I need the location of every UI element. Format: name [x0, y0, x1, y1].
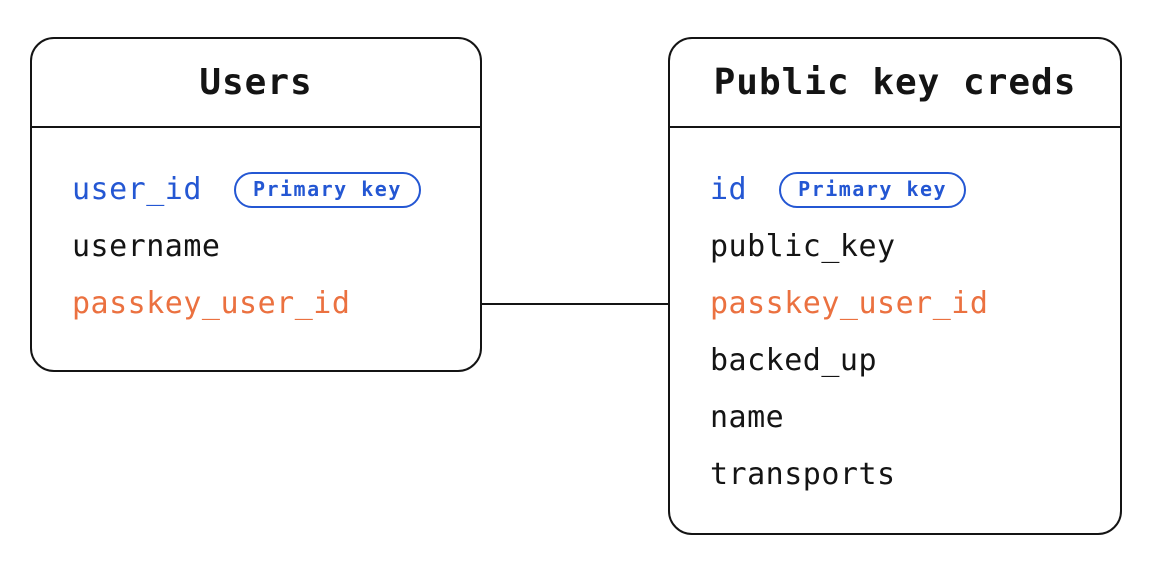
primary-key-badge: Primary key [233, 171, 421, 208]
field-name: name [710, 400, 785, 435]
relationship-line [482, 303, 668, 305]
field-name: user_id [72, 172, 202, 207]
field-transports: transports [710, 446, 1100, 503]
field-passkey-user-id: passkey_user_id [710, 275, 1100, 332]
table-users-header: Users [32, 39, 480, 128]
table-public-key-creds: Public key creds id Primary key public_k… [668, 37, 1122, 535]
table-public-key-creds-body: id Primary key public_key passkey_user_i… [670, 128, 1120, 503]
table-title: Public key creds [713, 62, 1077, 103]
field-name: username [72, 229, 221, 264]
table-title: Users [199, 62, 313, 103]
field-backed-up: backed_up [710, 332, 1100, 389]
field-name: passkey_user_id [72, 286, 351, 321]
primary-key-badge: Primary key [779, 171, 967, 208]
field-name-field: name [710, 389, 1100, 446]
table-public-key-creds-header: Public key creds [670, 39, 1120, 128]
field-id: id Primary key [710, 161, 1100, 218]
field-name: id [710, 172, 748, 207]
field-public-key: public_key [710, 218, 1100, 275]
field-name: public_key [710, 229, 896, 264]
field-username: username [72, 218, 460, 275]
table-users: Users user_id Primary key username passk… [30, 37, 482, 372]
field-name: passkey_user_id [710, 286, 989, 321]
field-passkey-user-id: passkey_user_id [72, 275, 460, 332]
table-users-body: user_id Primary key username passkey_use… [32, 128, 480, 332]
field-name: backed_up [710, 343, 878, 378]
field-user-id: user_id Primary key [72, 161, 460, 218]
field-name: transports [710, 457, 896, 492]
